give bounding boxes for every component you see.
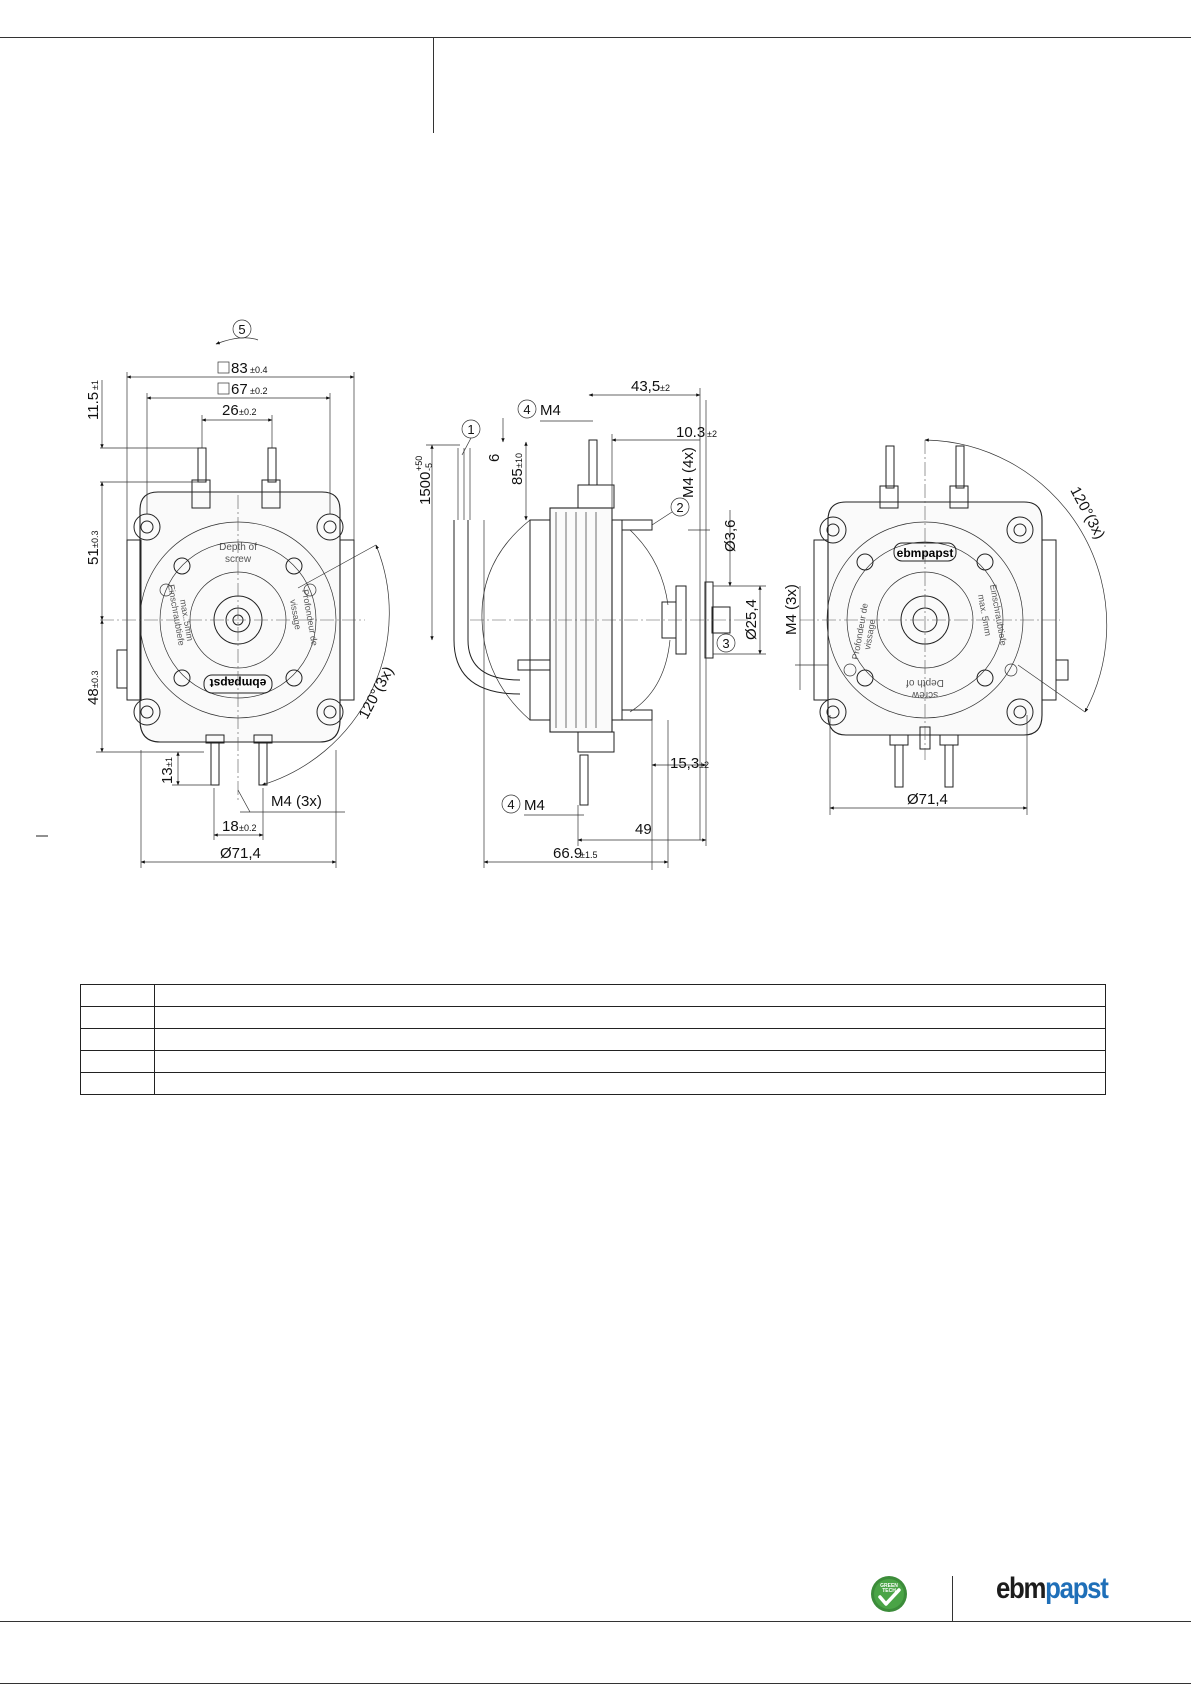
- table-cell: [154, 1050, 1106, 1073]
- side-view: 43,5 ±2 10.3 ±2 4 M4 1 1500 +50 -5 6 85±…: [414, 378, 766, 870]
- table-cell: [80, 1050, 155, 1073]
- front-dim-51: 51: [85, 548, 102, 565]
- table-cell: [154, 1028, 1106, 1051]
- front-dim-18: 18: [222, 818, 239, 835]
- side-dim-lead-tol: ±10: [514, 453, 524, 468]
- side-dim-43-5: 43,5: [631, 378, 660, 395]
- badge-line-2: TECH: [882, 1588, 896, 1594]
- table-cell: [154, 1006, 1106, 1029]
- side-dim-15-3: 15,3: [670, 755, 699, 772]
- table-cell: [154, 1072, 1106, 1095]
- front-view: 5 ebmpapst Depth of screw Ei: [36, 319, 398, 868]
- side-dim-49: 49: [635, 821, 652, 838]
- front-dim-13-tol: ±1: [164, 757, 174, 767]
- side-dim-strip: 6: [486, 454, 503, 462]
- page-bottom-rule: [0, 1683, 1191, 1684]
- side-callout-2: 2: [676, 500, 683, 515]
- side-dim-overall: 66.9: [553, 845, 582, 862]
- rear-depth-en2: screw: [911, 689, 938, 700]
- green-tech-badge-icon: GREEN TECH: [871, 1576, 907, 1612]
- table-cell: [154, 984, 1106, 1007]
- table-row: [80, 1006, 1106, 1029]
- front-dim-48: 48: [85, 688, 102, 705]
- rear-dim-thread: M4 (3x): [783, 584, 800, 635]
- side-dim-overall-tol: ±1.5: [580, 850, 597, 860]
- front-dim-83: 83: [231, 360, 248, 377]
- front-dim-18-tol: ±0.2: [239, 823, 256, 833]
- rear-view: ebmpapst Depth of screw Profondeur de vi…: [783, 438, 1108, 815]
- front-dim-83-tol: ±0.4: [250, 365, 267, 375]
- front-dim-67: 67: [231, 381, 248, 398]
- front-dim-11-5: 11.5: [85, 392, 102, 420]
- rear-dim-angle: 120°(3x): [1066, 484, 1108, 542]
- front-dim-diameter: Ø71,4: [220, 845, 261, 862]
- side-dim-cable-lower: -5: [424, 463, 434, 471]
- side-dim-m4-bottom: M4: [524, 797, 545, 814]
- side-dim-cable-upper: +50: [414, 456, 424, 471]
- table-cell: [80, 1072, 155, 1095]
- side-dim-m4-top: M4: [540, 402, 561, 419]
- side-dim-lead: 85: [509, 468, 526, 485]
- side-dim-pin: Ø3,6: [722, 519, 739, 552]
- front-dim-48-tol: ±0.3: [90, 671, 100, 688]
- side-dim-cable: 1500: [417, 472, 434, 505]
- front-depth-en2: screw: [225, 554, 252, 565]
- header-top-rule: [0, 37, 1191, 38]
- front-dim-angle: 120°(3x): [356, 664, 398, 722]
- front-dim-thread: M4 (3x): [271, 793, 322, 810]
- front-callout-5: 5: [238, 322, 245, 337]
- side-dim-hub: Ø25,4: [743, 599, 760, 640]
- side-callout-4-top: 4: [523, 402, 530, 417]
- legend-table: [80, 984, 1106, 1095]
- front-dim-51-tol: ±0.3: [90, 531, 100, 548]
- front-dim-13: 13: [159, 767, 176, 784]
- footer-logo-divider: [952, 1576, 953, 1622]
- front-dim-26-tol: ±0.2: [239, 407, 256, 417]
- side-dim-mount-thread: M4 (4x): [680, 447, 697, 498]
- table-row: [80, 1050, 1106, 1073]
- side-dim-10-3: 10.3: [676, 424, 705, 441]
- side-dim-10-3-tol: ±2: [707, 429, 717, 439]
- front-dim-26: 26: [222, 402, 239, 419]
- front-dim-11-5-tol: ±1: [90, 380, 100, 390]
- table-cell: [80, 1028, 155, 1051]
- technical-drawing: 5 ebmpapst Depth of screw Ei: [36, 319, 1108, 870]
- table-row: [80, 984, 1106, 1007]
- side-dim-15-3-tol: ±2: [699, 760, 709, 770]
- side-callout-1: 1: [467, 422, 474, 437]
- ebmpapst-logo: ebmpapst: [996, 1572, 1109, 1605]
- footer-rule: [0, 1621, 1191, 1622]
- side-callout-4-bottom: 4: [507, 797, 514, 812]
- table-cell: [80, 984, 155, 1007]
- table-row: [80, 1072, 1106, 1095]
- front-dim-67-tol: ±0.2: [250, 386, 267, 396]
- table-cell: [80, 1006, 155, 1029]
- rear-dim-diameter: Ø71,4: [907, 791, 948, 808]
- side-dim-43-5-tol: ±2: [660, 383, 670, 393]
- badge-line-1: GREEN: [880, 1583, 898, 1589]
- header-divider: [433, 37, 434, 133]
- side-callout-3: 3: [722, 636, 729, 651]
- table-row: [80, 1028, 1106, 1051]
